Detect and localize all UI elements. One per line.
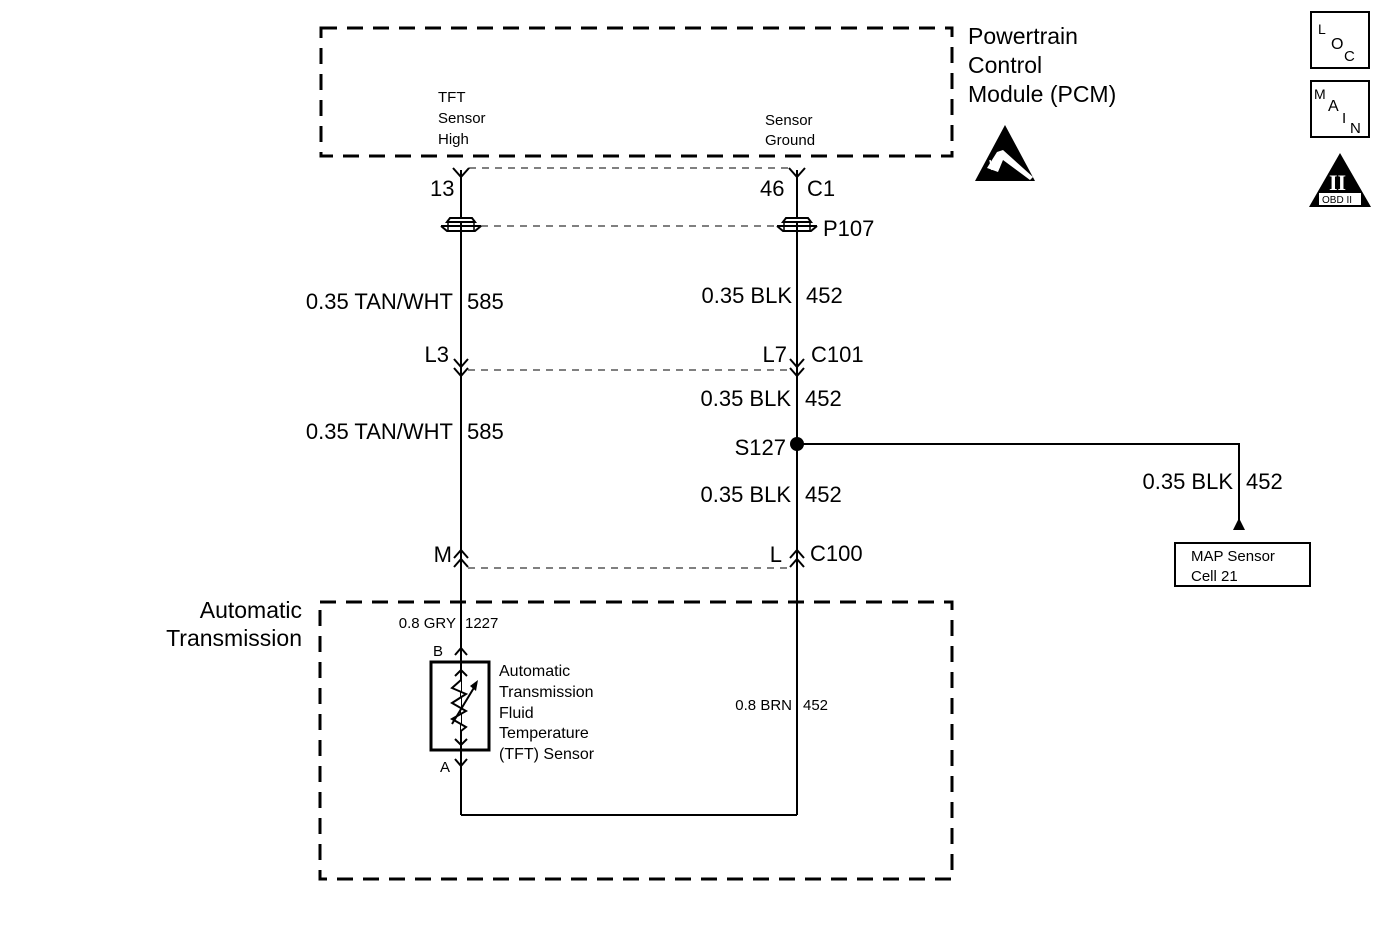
- pin-label-tft-high-1: TFT: [438, 89, 466, 106]
- obd-ii-badge[interactable]: II OBD II: [1309, 153, 1371, 207]
- wire-left-middle-gauge: 0.35 TAN/WHT: [306, 419, 453, 444]
- pin-label-tft-high-2: Sensor: [438, 110, 486, 127]
- c101-pin-l7: L7: [763, 342, 787, 367]
- svg-text:I: I: [1342, 110, 1346, 127]
- c1-pin-46: 46: [760, 176, 784, 201]
- p107-right-grommet-icon: [776, 217, 818, 232]
- loc-badge[interactable]: L O C: [1310, 11, 1370, 69]
- wire-left-lower-gauge: 0.8 GRY: [399, 615, 456, 632]
- svg-text:L: L: [1318, 21, 1326, 37]
- svg-text:M: M: [1314, 86, 1326, 102]
- wire-right-upper-gauge: 0.35 BLK: [701, 283, 792, 308]
- c101-label: C101: [811, 342, 864, 367]
- tft-pin-b-arrow-icon: [454, 646, 468, 656]
- tft-pin-a-arrow-icon: [454, 758, 468, 768]
- c100-label: C100: [810, 541, 863, 566]
- tft-sensor-label-5: (TFT) Sensor: [499, 746, 595, 763]
- wire-left-middle-circuit: 585: [467, 419, 504, 444]
- wire-right-lower-gauge: 0.8 BRN: [735, 697, 792, 714]
- wire-right-mid1-circuit: 452: [805, 386, 842, 411]
- obd-caption: OBD II: [1322, 195, 1352, 206]
- p107-label: P107: [823, 216, 874, 241]
- tft-sensor-label-4: Temperature: [499, 725, 589, 742]
- tft-sensor-label-2: Transmission: [499, 684, 594, 701]
- map-arrow-icon: [1233, 518, 1245, 530]
- pcm-title-line3: Module (PCM): [968, 81, 1116, 107]
- c100-left-arrow-icon: [453, 548, 469, 568]
- map-sensor-label-2: Cell 21: [1191, 568, 1238, 585]
- pin-label-sensor-ground-2: Ground: [765, 132, 815, 149]
- transmission-title-line1: Automatic: [200, 597, 302, 623]
- wire-right-mid2-gauge: 0.35 BLK: [700, 482, 791, 507]
- c100-pin-l: L: [770, 542, 782, 567]
- wire-right-upper-circuit: 452: [806, 283, 843, 308]
- map-sensor-label-1: MAP Sensor: [1191, 548, 1275, 565]
- wire-map-branch: [797, 443, 1240, 520]
- pcm-title-line2: Control: [968, 52, 1042, 78]
- pin-label-sensor-ground-1: Sensor: [765, 112, 813, 129]
- wire-left-upper-gauge: 0.35 TAN/WHT: [306, 289, 453, 314]
- tft-sensor[interactable]: [429, 646, 491, 770]
- tft-pin-b: B: [433, 643, 443, 660]
- wire-right-lower-circuit: 452: [803, 697, 828, 714]
- pcm-outline: [319, 26, 954, 158]
- wire-right-mid2-circuit: 452: [805, 482, 842, 507]
- wire-right-mid1-gauge: 0.35 BLK: [700, 386, 791, 411]
- p107-left-grommet-icon: [440, 217, 482, 232]
- c101-pin-l3: L3: [425, 342, 449, 367]
- transmission-outline: [318, 600, 954, 881]
- transmission-title-line2: Transmission: [166, 625, 302, 651]
- c100-right-arrow-icon: [789, 548, 805, 568]
- s127-label: S127: [735, 435, 786, 460]
- wire-map-branch-circuit: 452: [1246, 469, 1283, 494]
- main-badge[interactable]: M A I N: [1310, 80, 1370, 138]
- tft-sensor-label-3: Fluid: [499, 705, 534, 722]
- c101-right-arrow-icon: [789, 358, 805, 378]
- c1-pin-left-icon: [452, 167, 470, 179]
- svg-text:A: A: [1328, 98, 1339, 115]
- c101-left-arrow-icon: [453, 358, 469, 378]
- svg-text:N: N: [1350, 120, 1361, 137]
- pcm-title-line1: Powertrain: [968, 23, 1078, 49]
- tft-pin-a: A: [440, 759, 450, 776]
- c1-label: C1: [807, 176, 835, 201]
- c100-pin-m: M: [434, 542, 452, 567]
- pin-label-tft-high-3: High: [438, 131, 469, 148]
- c1-pin-13: 13: [430, 176, 454, 201]
- obd-numeral: II: [1329, 170, 1346, 195]
- wire-map-branch-gauge: 0.35 BLK: [1142, 469, 1233, 494]
- c1-pin-right-icon: [788, 167, 806, 179]
- tft-sensor-label-1: Automatic: [499, 663, 570, 680]
- esd-sensitive-icon: [975, 125, 1035, 181]
- wire-left-upper-circuit: 585: [467, 289, 504, 314]
- wire-left-lower-circuit: 1227: [465, 615, 498, 632]
- svg-text:C: C: [1344, 48, 1355, 65]
- svg-text:O: O: [1331, 36, 1343, 53]
- map-sensor-reference[interactable]: MAP Sensor Cell 21: [1174, 542, 1311, 587]
